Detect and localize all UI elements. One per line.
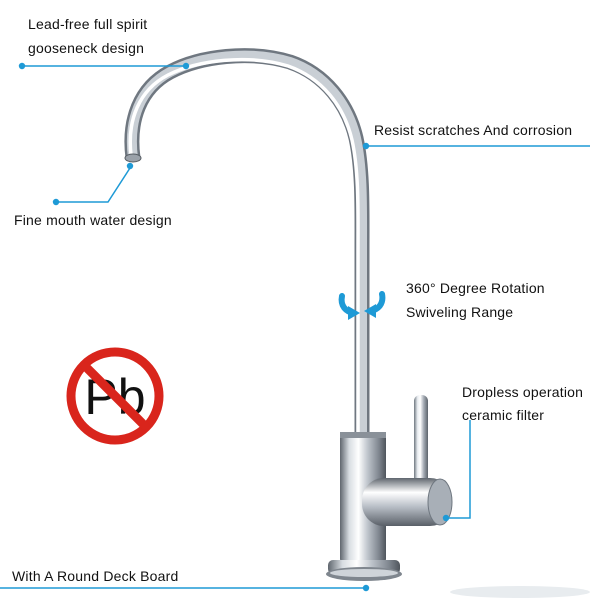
callout-lines	[0, 65, 590, 589]
dropless-pointer	[446, 420, 471, 519]
scratch-label: Resist scratches And corrosion	[374, 122, 573, 138]
gooseneck-label-line1: Lead-free full spirit	[28, 16, 148, 32]
gooseneck-spout	[124, 48, 370, 435]
rotation-arrows-icon	[338, 291, 386, 320]
deck-label: With A Round Deck Board	[12, 568, 179, 584]
prohibit-ring	[66, 347, 164, 445]
mouth-pointer	[56, 167, 131, 203]
rotation-label-line1: 360° Degree Rotation	[406, 280, 545, 296]
lever-handle	[414, 395, 428, 487]
deck-board	[450, 586, 590, 598]
faucet	[124, 48, 590, 598]
dropless-label-line2: ceramic filter	[462, 407, 545, 423]
mouth-label: Fine mouth water design	[14, 212, 172, 228]
gooseneck-label-line2: gooseneck design	[28, 40, 145, 56]
dropless-label-line1: Dropless operation	[462, 384, 584, 400]
rotation-label-line2: Swiveling Range	[406, 304, 514, 320]
prohibit-slash	[79, 360, 151, 432]
spout-tip	[124, 153, 142, 163]
callout-dots	[18, 62, 450, 592]
no-lead-icon: Pb	[66, 347, 164, 445]
